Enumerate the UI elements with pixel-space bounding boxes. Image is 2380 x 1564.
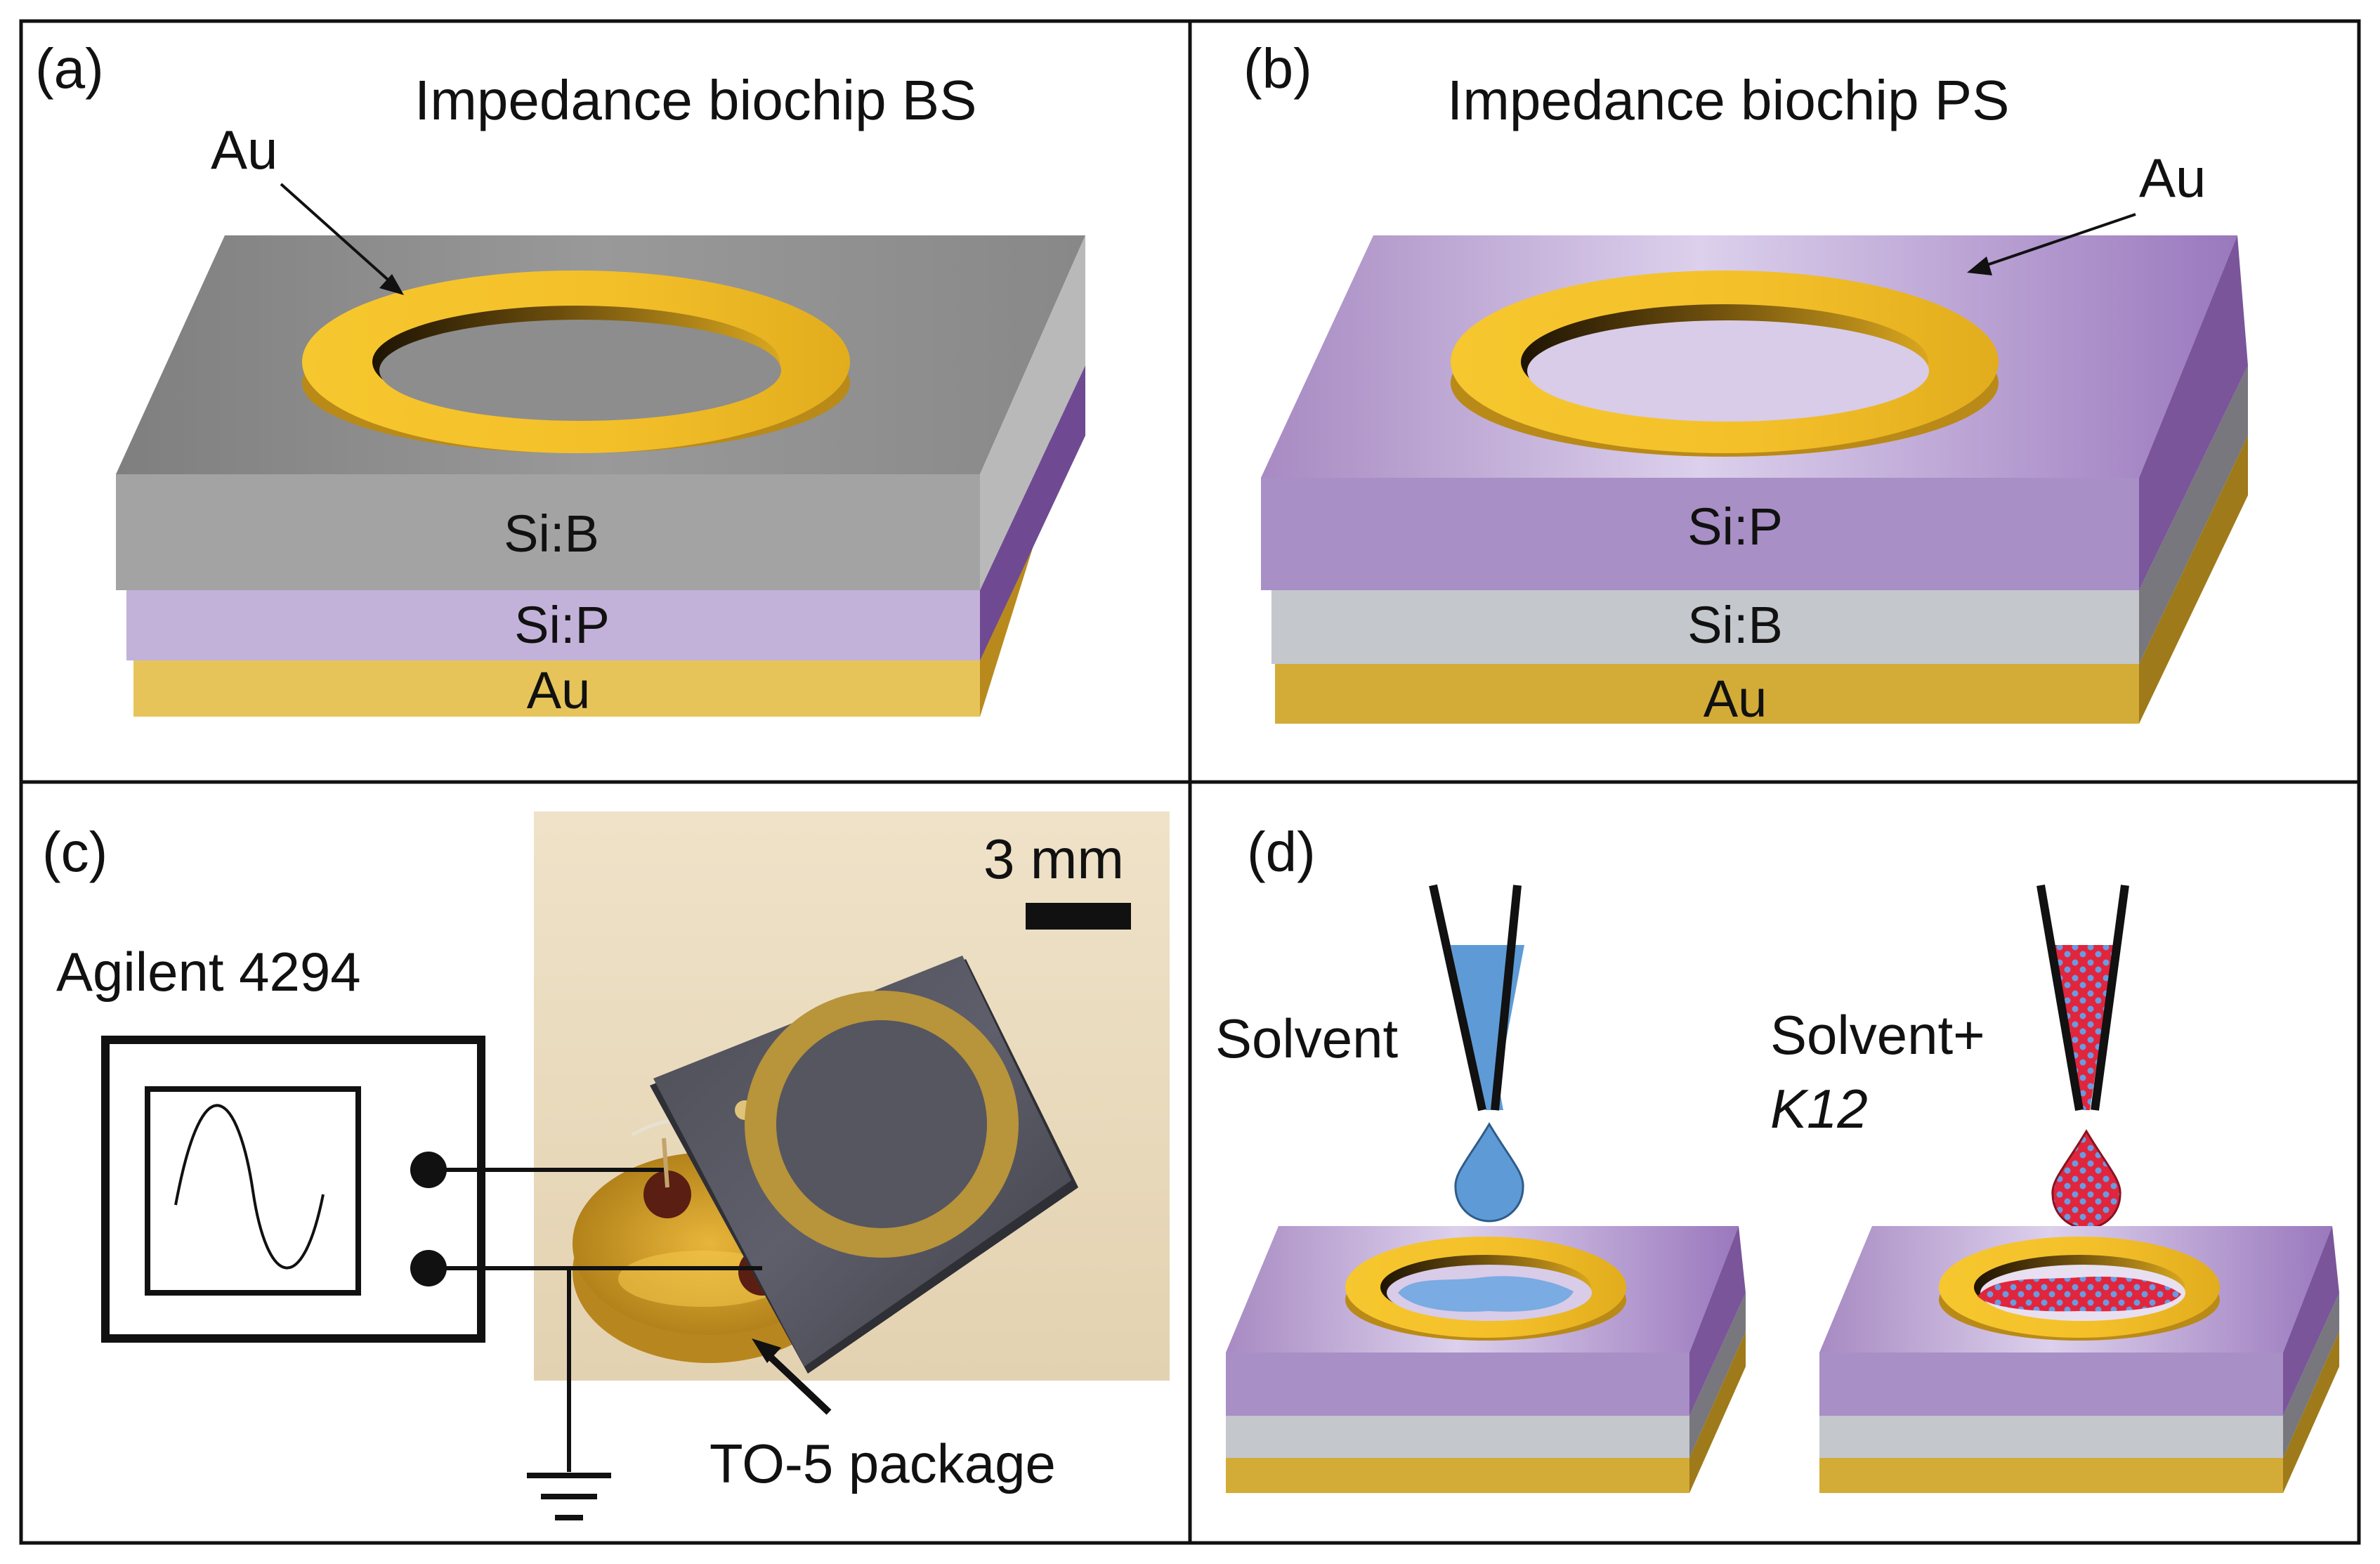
chip-ps-sib-layer [1271, 590, 2139, 664]
panel-d-label: (d) [1247, 821, 1316, 883]
chip-ps-layer-2: Si:B [1687, 596, 1783, 654]
circuit-wires [429, 1168, 762, 1472]
solvent-drop [1454, 1122, 1524, 1223]
panel-b-title: Impedance biochip PS [1447, 69, 2010, 131]
ground-icon [527, 1473, 611, 1520]
panel-b: (b) Impedance biochip PS Si:P Si:B Au Au [1243, 37, 2248, 728]
scale-bar [1026, 903, 1131, 930]
chip-ps-gold-ring [1451, 271, 1999, 457]
chip-bs-gold-ring [302, 271, 850, 453]
package-arrow [752, 1338, 832, 1415]
chip-ps-au-layer [1275, 664, 2139, 724]
chip-bs-layer-2: Si:P [514, 596, 610, 654]
agilent-instrument [101, 1036, 485, 1343]
panel-c-label: (c) [42, 821, 107, 883]
panel-d: (d) Solvent Solvent+ K12 [1215, 821, 2339, 1493]
chip-bs-sib-layer [116, 474, 980, 590]
panel-c: (c) Agilent 4294 [42, 812, 1170, 1520]
panel-grid [19, 19, 2361, 1545]
chip-bs-layer-1: Si:B [504, 504, 599, 563]
solvent-label: Solvent [1215, 1008, 1398, 1069]
chip-ps-layer-3: Au [1704, 670, 1767, 728]
panel-b-label: (b) [1243, 37, 1312, 100]
k12-drop [2051, 1129, 2121, 1230]
package-label: TO-5 package [710, 1433, 1056, 1494]
panel-a: (a) Impedance biochip BS Si:B Si:P Au [35, 37, 1085, 719]
package-pin-1 [643, 1171, 691, 1218]
solvent-puddle [1398, 1276, 1574, 1312]
small-chip-left [1226, 1226, 1746, 1493]
photo-chip-ring [745, 991, 1019, 1258]
chip-ps-sip-layer [1261, 478, 2139, 590]
pipette-solvent [1429, 884, 1524, 1223]
panel-b-arrow [1967, 213, 2136, 275]
small-chip-right [1819, 1226, 2339, 1493]
instrument-label: Agilent 4294 [56, 941, 361, 1003]
panel-b-ring-label: Au [2139, 147, 2206, 209]
pipette-k12 [2036, 884, 2129, 1230]
panel-a-title: Impedance biochip BS [414, 69, 977, 131]
chip-bs: Si:B Si:P Au [116, 235, 1085, 719]
sine-wave-icon [174, 1104, 325, 1270]
panel-a-label: (a) [35, 37, 104, 100]
scale-bar-label: 3 mm [983, 828, 1124, 890]
panel-a-ring-label: Au [211, 119, 277, 181]
instrument-screen [145, 1086, 361, 1296]
k12-puddle [1977, 1277, 2181, 1312]
k12-label-line1: Solvent+ [1770, 1004, 1985, 1066]
chip-ps-layer-1: Si:P [1687, 497, 1783, 556]
chip-bs-sip-layer [126, 590, 980, 660]
chip-bs-layer-3: Au [527, 661, 591, 719]
k12-label-line2: K12 [1770, 1078, 1868, 1140]
device-photo: 3 mm [534, 812, 1170, 1381]
chip-ps: Si:P Si:B Au [1261, 235, 2248, 728]
panel-a-arrow [280, 183, 404, 295]
